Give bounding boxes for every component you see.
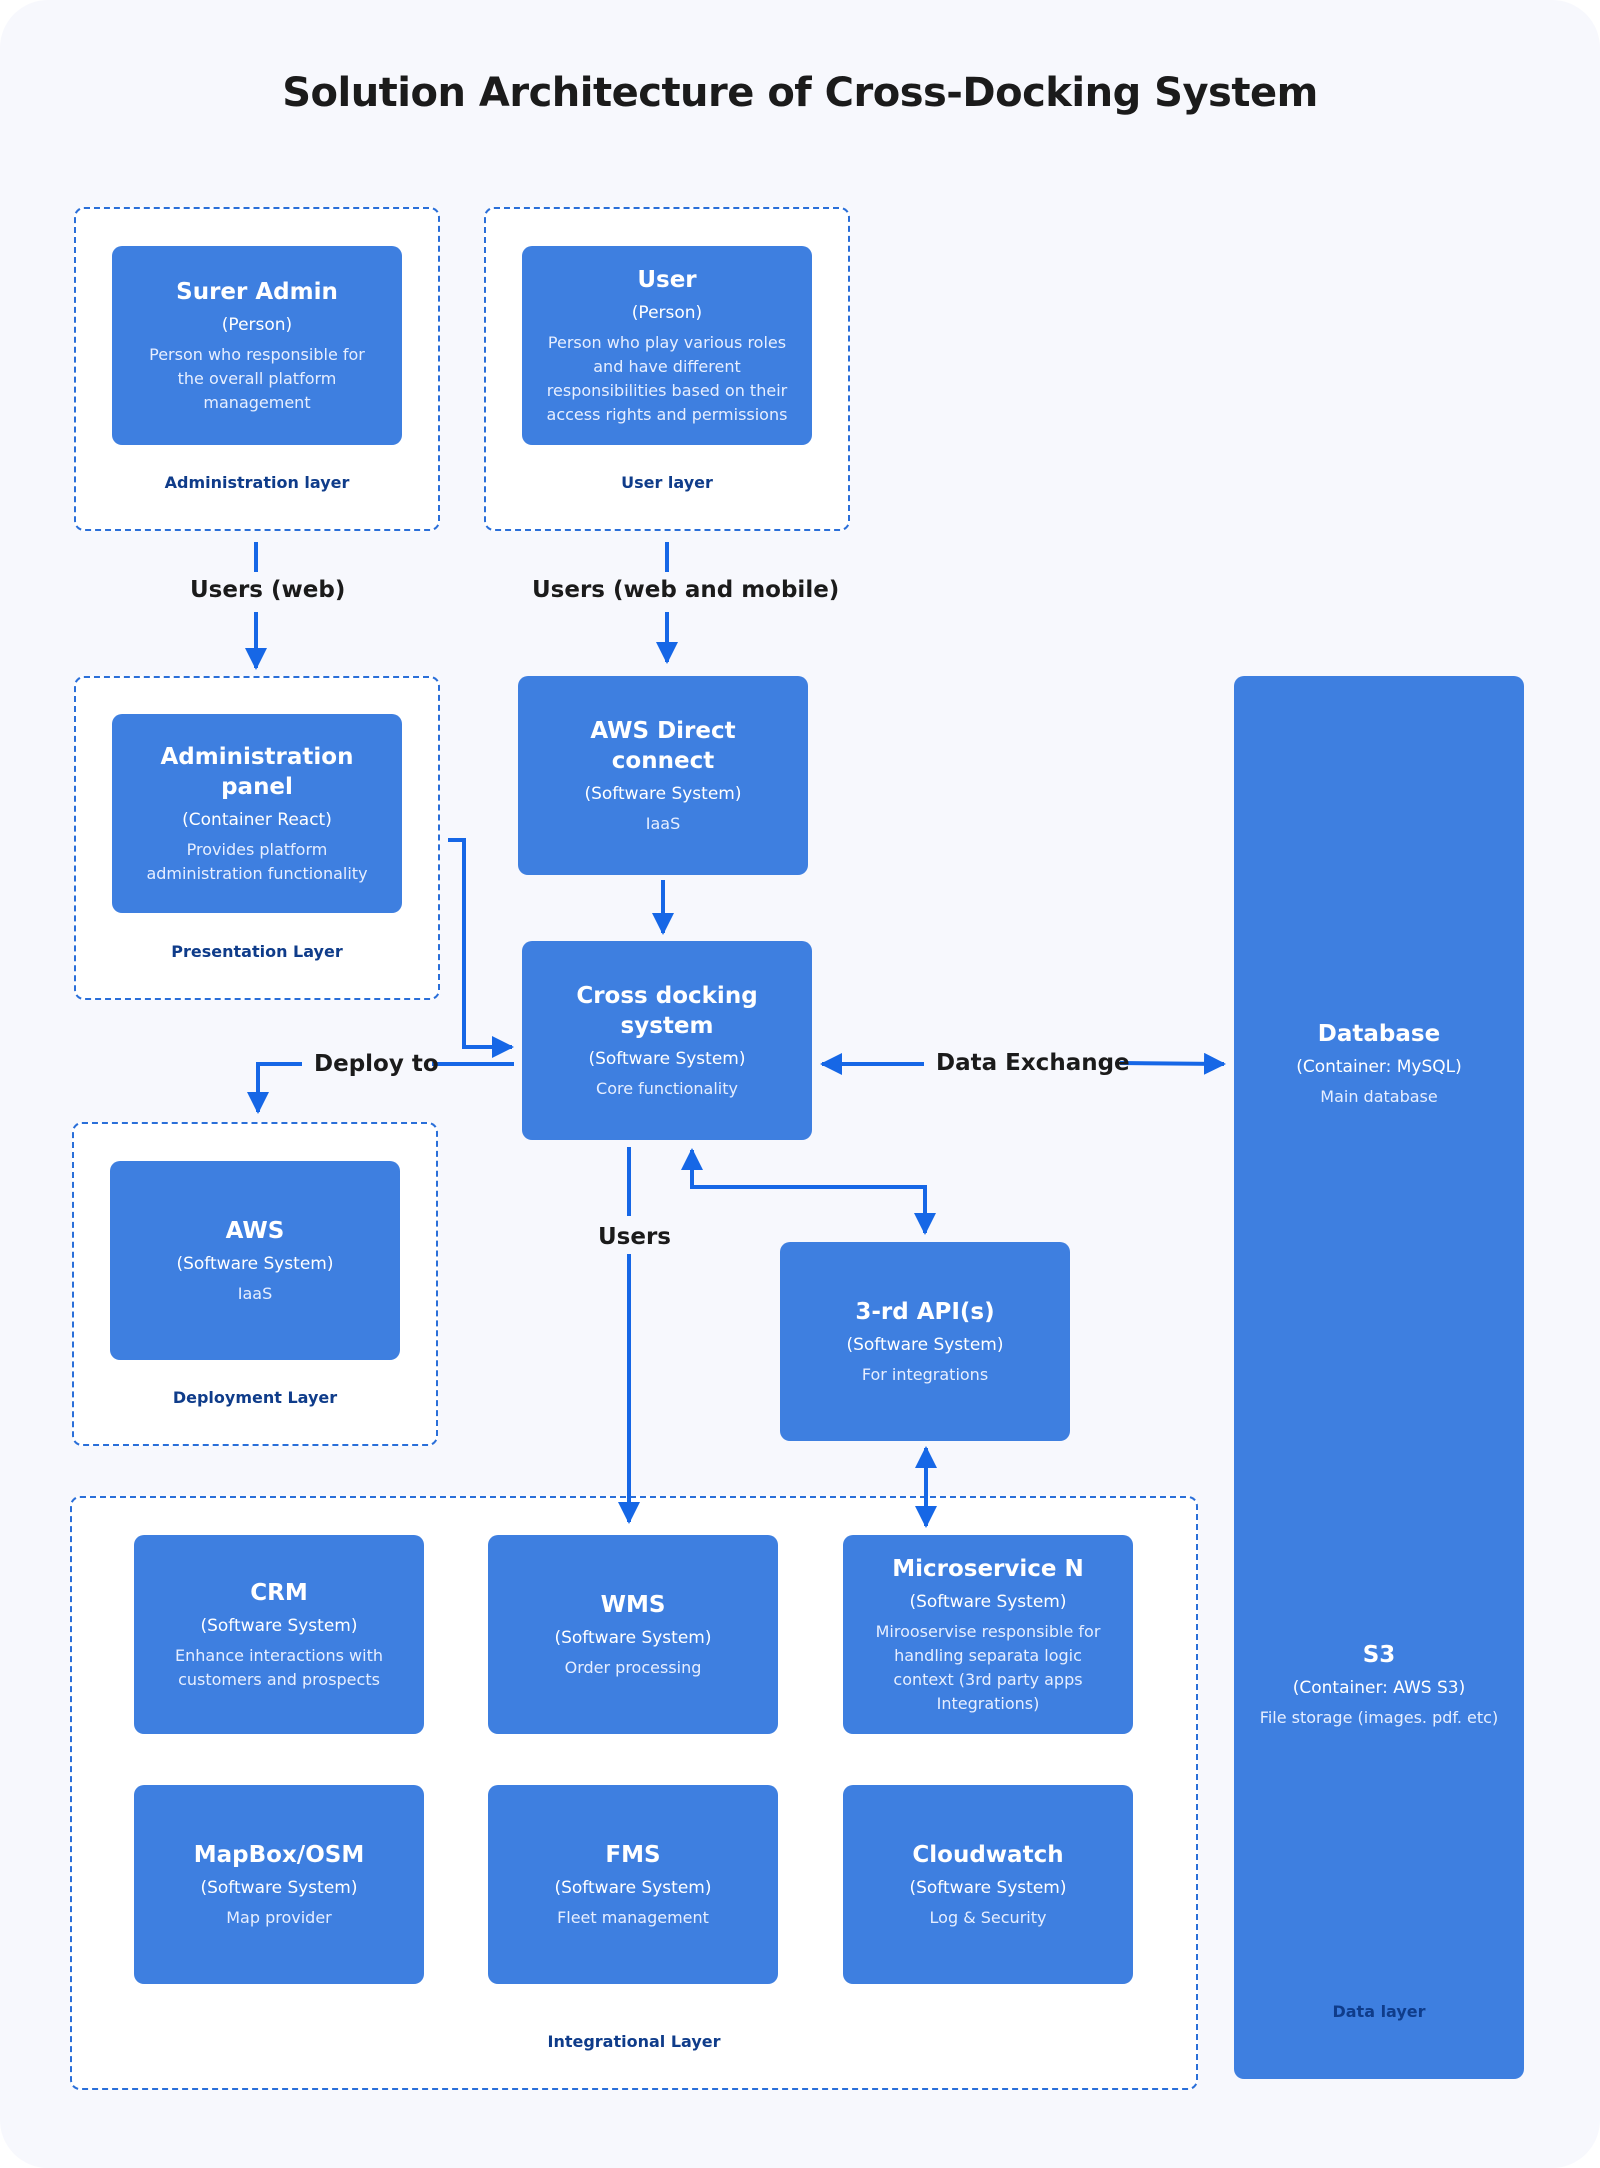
box-desc: IaaS <box>237 1283 273 1303</box>
aws-box[interactable]: AWS (Software System) IaaS <box>110 1161 400 1360</box>
box-desc: Provides platform administration functio… <box>146 839 368 883</box>
layer-label-deployment: Deployment Layer <box>172 1388 338 1407</box>
mapbox-osm-box[interactable]: MapBox/OSM (Software System) Map provide… <box>134 1785 424 1984</box>
box-type: (Software System) <box>554 1877 712 1898</box>
box-desc: Order processing <box>564 1657 702 1677</box>
arrow-data-exchange-right <box>1119 1052 1226 1075</box>
box-type: (Software System) <box>909 1877 1067 1898</box>
s3-type: (Container: AWS S3) <box>1292 1678 1466 1698</box>
s3-block[interactable]: S3 (Container: AWS S3) File storage (ima… <box>1234 1640 1524 1730</box>
layer-label-presentation: Presentation Layer <box>171 942 343 961</box>
box-title: AWS Direct connect <box>590 717 736 774</box>
box-type: (Software System) <box>846 1334 1004 1355</box>
box-desc: IaaS <box>645 813 681 833</box>
box-desc: Mirooservise responsible for handling se… <box>875 1621 1101 1713</box>
box-title: AWS <box>225 1217 285 1244</box>
box-type: (Software System) <box>554 1627 712 1648</box>
database-title: Database <box>1317 1021 1441 1047</box>
box-desc: Enhance interactions with customers and … <box>175 1645 383 1689</box>
data-layer-column: Database (Container: MySQL) Main databas… <box>1234 676 1524 2079</box>
page-title: Solution Architecture of Cross-Docking S… <box>282 70 1318 116</box>
box-title: Cross docking system <box>576 982 758 1039</box>
layer-label-data: Data layer <box>1332 2002 1426 2021</box>
third-party-api-box[interactable]: 3-rd API(s) (Software System) For integr… <box>780 1242 1070 1441</box>
layer-label-administration: Administration layer <box>164 473 350 492</box>
box-title: WMS <box>600 1591 666 1618</box>
box-title: Microservice N <box>892 1555 1084 1582</box>
arrow-panel-to-core <box>448 838 514 1058</box>
super-admin-box[interactable]: Surer Admin (Person) Person who responsi… <box>112 246 402 445</box>
layer-label-integrational: Integrational Layer <box>547 2032 721 2051</box>
connector-label-users: Users <box>598 1224 671 1250</box>
box-title: MapBox/OSM <box>193 1841 365 1868</box>
box-title: User <box>637 266 697 293</box>
box-type: (Software System) <box>909 1591 1067 1612</box>
cloudwatch-box[interactable]: Cloudwatch (Software System) Log & Secur… <box>843 1785 1133 1984</box>
connector-label-users-web: Users (web) <box>190 577 346 603</box>
aws-direct-connect-box[interactable]: AWS Direct connect (Software System) Iaa… <box>518 676 808 875</box>
wms-box[interactable]: WMS (Software System) Order processing <box>488 1535 778 1734</box>
user-box[interactable]: User (Person) Person who play various ro… <box>522 246 812 445</box>
box-type: (Person) <box>631 302 703 323</box>
administration-panel-box[interactable]: Administration panel (Container React) P… <box>112 714 402 913</box>
s3-desc: File storage (images. pdf. etc) <box>1259 1708 1499 1727</box>
box-type: (Container React) <box>182 809 332 830</box>
box-type: (Software System) <box>584 783 742 804</box>
box-desc: Fleet management <box>557 1907 709 1927</box>
layer-label-user: User layer <box>621 473 713 492</box>
box-title: Cloudwatch <box>912 1841 1064 1868</box>
arrow-core-to-third-api <box>681 1148 936 1235</box>
box-type: (Person) <box>221 314 293 335</box>
box-title: Administration panel <box>160 743 354 800</box>
database-desc: Main database <box>1320 1087 1438 1106</box>
connector-label-deploy-to: Deploy to <box>314 1051 439 1077</box>
crm-box[interactable]: CRM (Software System) Enhance interactio… <box>134 1535 424 1734</box>
fms-box[interactable]: FMS (Software System) Fleet management <box>488 1785 778 1984</box>
s3-title: S3 <box>1362 1642 1396 1668</box>
box-desc: Core functionality <box>596 1078 738 1098</box>
box-desc: Map provider <box>226 1907 332 1927</box>
arrow-deploy-to-aws <box>247 1062 302 1114</box>
box-title: FMS <box>605 1841 661 1868</box>
box-type: (Software System) <box>588 1048 746 1069</box>
box-title: 3-rd API(s) <box>855 1298 995 1325</box>
microservice-n-box[interactable]: Microservice N (Software System) Miroose… <box>843 1535 1133 1734</box>
connector-label-users-web-mobile: Users (web and mobile) <box>532 577 840 603</box>
box-type: (Software System) <box>176 1253 334 1274</box>
box-title: CRM <box>250 1579 308 1606</box>
box-type: (Software System) <box>200 1615 358 1636</box>
box-type: (Software System) <box>200 1877 358 1898</box>
database-block[interactable]: Database (Container: MySQL) Main databas… <box>1234 1019 1524 1109</box>
connector-label-data-exchange: Data Exchange <box>936 1050 1130 1076</box>
box-title: Surer Admin <box>176 278 338 305</box>
box-desc: Person who responsible for the overall p… <box>149 344 365 412</box>
box-desc: For integrations <box>861 1364 989 1384</box>
box-desc: Log & Security <box>929 1907 1047 1927</box>
box-desc: Person who play various roles and have d… <box>546 332 788 424</box>
cross-docking-system-box[interactable]: Cross docking system (Software System) C… <box>522 941 812 1140</box>
database-type: (Container: MySQL) <box>1296 1057 1462 1077</box>
